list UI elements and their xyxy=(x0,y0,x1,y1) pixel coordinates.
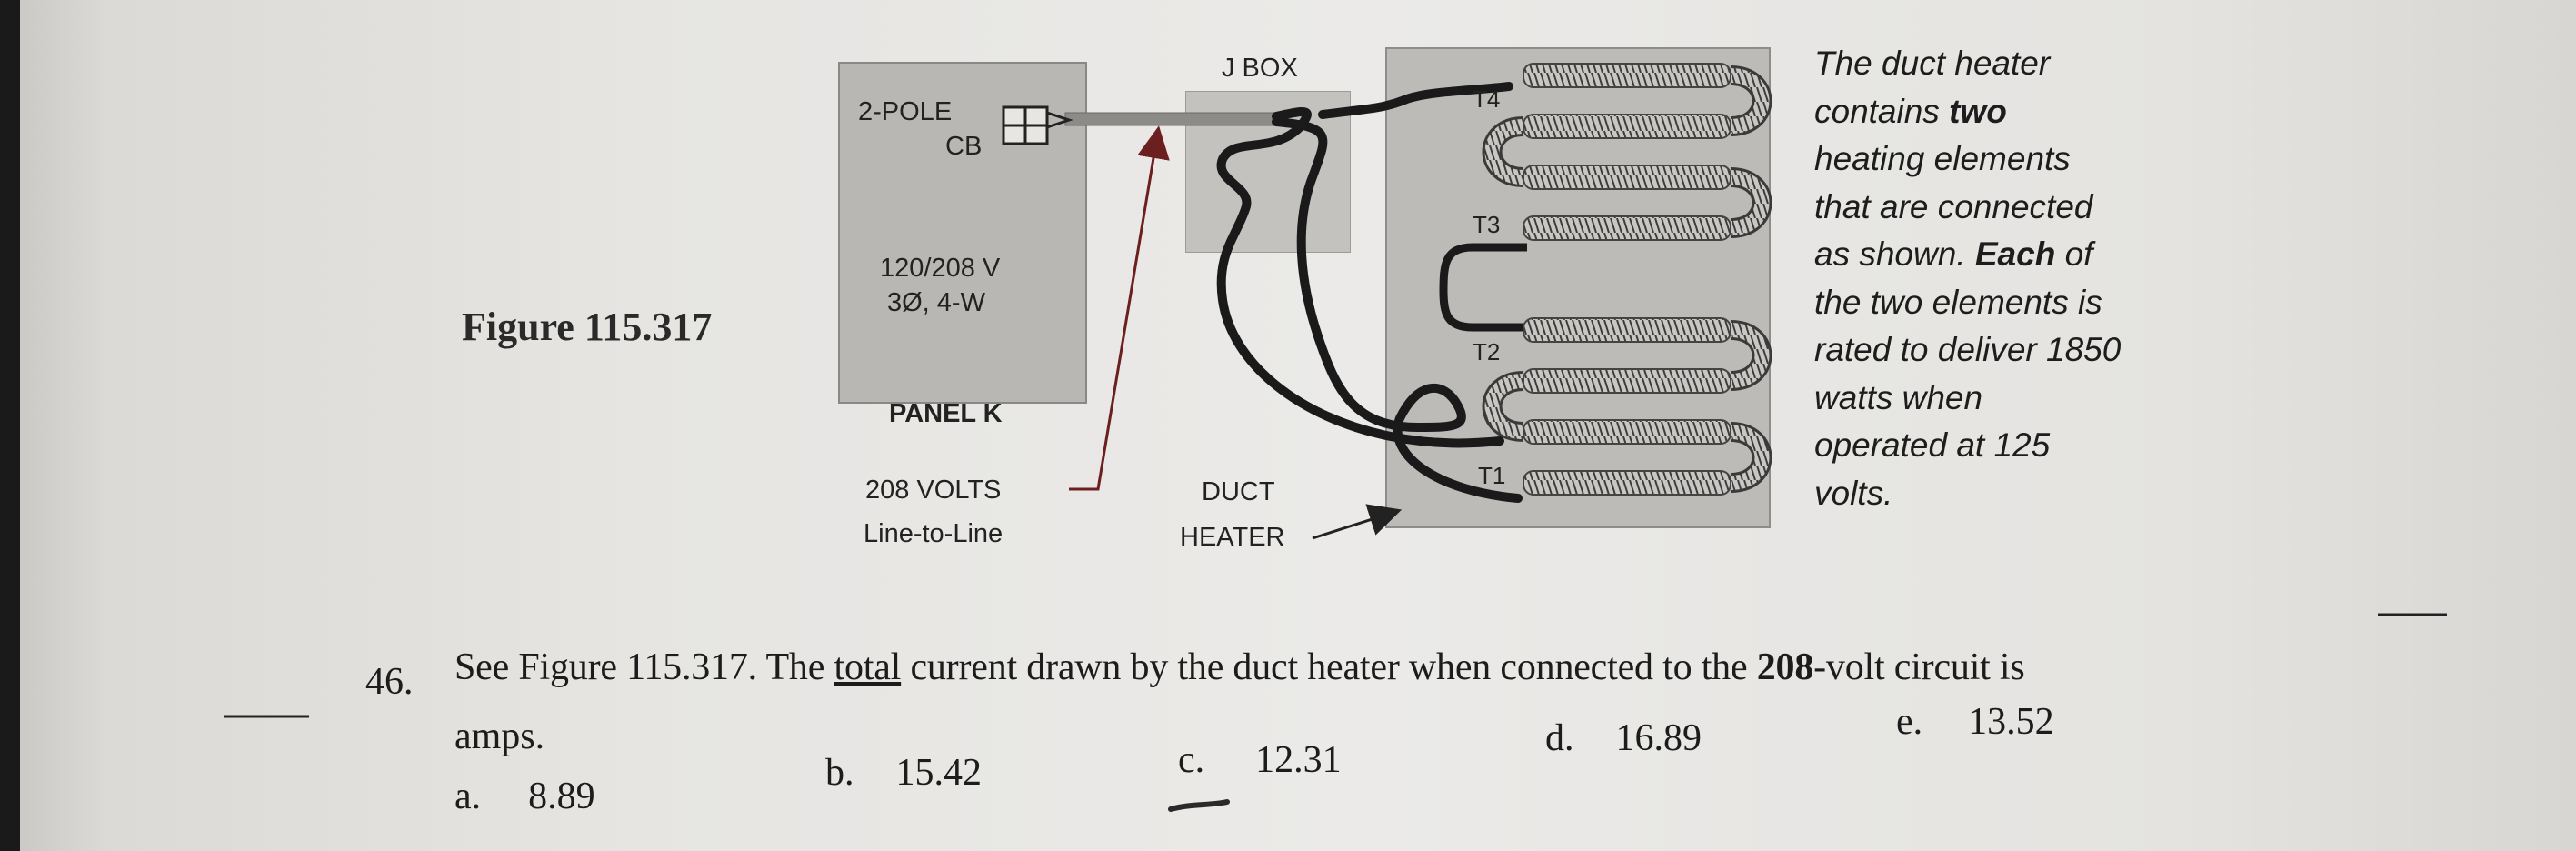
breaker-label-line2: CB xyxy=(945,132,983,161)
choice-e[interactable]: e.13.52 xyxy=(1896,701,2054,743)
heater-leader-arrow xyxy=(1312,504,1403,540)
description-line: rated to deliver 1850 xyxy=(1814,331,2122,368)
choice-a[interactable]: a.8.89 xyxy=(454,776,595,817)
terminal-t3: T3 xyxy=(1473,211,1501,238)
heating-element-1 xyxy=(1482,63,1772,241)
figure-title: Figure 115.317 xyxy=(462,305,713,349)
description-line: watts when xyxy=(1814,378,1983,416)
circuit-breaker-symbol xyxy=(1002,105,1073,145)
choice-c[interactable]: c.12.31 xyxy=(1178,739,1342,781)
description-line: as shown. Each of xyxy=(1814,235,2093,273)
supply-label-line2: Line-to-Line xyxy=(864,519,1003,548)
supply-leader-arrow xyxy=(1069,125,1170,491)
description-line: The duct heater xyxy=(1814,45,2051,82)
question-number: 46. xyxy=(365,661,414,703)
question-text-line2: amps. xyxy=(454,716,545,757)
heating-element-2 xyxy=(1482,317,1772,496)
emphasis-total: total xyxy=(834,646,902,688)
description-line: the two elements is xyxy=(1814,283,2102,321)
pen-mark xyxy=(1168,799,1230,812)
terminal-t4: T4 xyxy=(1473,85,1501,113)
breaker-label-line1: 2-POLE xyxy=(858,97,953,126)
question-text: See Figure 115.317. The total current dr… xyxy=(454,646,2025,688)
conductor-2 xyxy=(1272,117,1523,503)
conductor-3 xyxy=(1318,82,1513,119)
element-jumper xyxy=(1439,243,1527,332)
heater-label-line2: HEATER xyxy=(1180,523,1285,552)
panel-name: PANEL K xyxy=(889,399,1003,428)
page-edge-shadow xyxy=(0,0,20,851)
heater-description: The duct heater contains two heating ele… xyxy=(1814,40,2196,517)
description-line: heating elements xyxy=(1814,140,2071,177)
panel-voltage-line1: 120/208 V xyxy=(880,254,1001,283)
supply-label-line1: 208 VOLTS xyxy=(865,476,1002,505)
jbox-label: J BOX xyxy=(1222,54,1298,83)
description-line: operated at 125 xyxy=(1814,426,2051,464)
conductor-1 xyxy=(1216,107,1504,448)
description-line: contains two xyxy=(1814,92,2007,130)
description-line: volts. xyxy=(1814,474,1893,512)
feeder-conduit xyxy=(1064,112,1277,126)
terminal-t2: T2 xyxy=(1473,338,1501,365)
choice-d[interactable]: d.16.89 xyxy=(1545,717,1702,759)
heater-label-line1: DUCT xyxy=(1202,477,1275,506)
panel-voltage-line2: 3Ø, 4-W xyxy=(887,288,985,317)
terminal-t1: T1 xyxy=(1478,462,1506,489)
description-line: that are connected xyxy=(1814,187,2093,225)
choice-b[interactable]: b.15.42 xyxy=(825,752,982,794)
